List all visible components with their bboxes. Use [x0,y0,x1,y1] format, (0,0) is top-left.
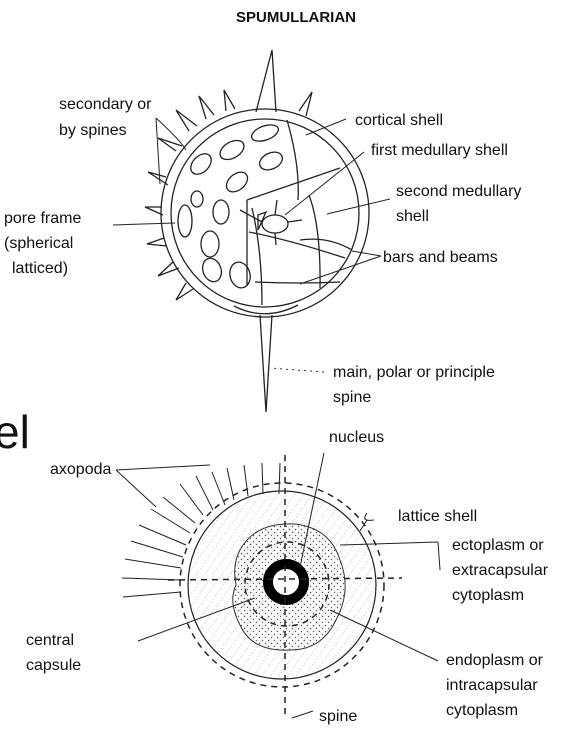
label-main-spine-1: main, polar or principle [333,364,495,381]
label-central-capsule-2: capsule [26,657,81,674]
label-ectoplasm-2: extracapsular [452,562,549,579]
label-bars-and-beams: bars and beams [383,249,498,266]
label-pore-frame-1: pore frame [4,210,81,227]
top-spine [256,50,276,112]
first-medullary-shell [262,215,288,233]
diagram-title: SPUMULLARIAN [236,9,356,26]
radiolarian-cell-figure [122,455,402,718]
label-secondary-spines-2: by spines [59,122,127,139]
label-ectoplasm-3: cytoplasm [452,587,524,604]
main-polar-spine [260,315,272,412]
label-cortical-shell: cortical shell [355,112,443,129]
label-pore-frame-2: (spherical [4,235,73,252]
label-first-medullary-shell: first medullary shell [371,142,508,159]
label-spine: spine [319,708,357,725]
label-endoplasm-3: cytoplasm [446,702,518,719]
label-nucleus: nucleus [329,429,384,446]
pore-frame-pores [178,122,285,291]
label-second-medullary-1: second medullary [396,183,521,200]
label-second-medullary-2: shell [396,208,429,225]
partial-slide-text: el [0,406,30,458]
spumullarian-shell-figure [145,50,369,412]
label-ectoplasm-1: ectoplasm or [452,537,544,554]
label-secondary-spines-1: secondary or [59,96,152,113]
label-central-capsule-1: central [26,632,74,649]
nucleus [268,564,304,600]
label-endoplasm-2: intracapsular [446,677,538,694]
label-main-spine-2: spine [333,389,371,406]
label-pore-frame-3: latticed) [12,260,68,277]
label-endoplasm-1: endoplasm or [446,652,544,669]
label-lattice-shell: lattice shell [398,508,477,525]
label-axopoda: axopoda [50,461,111,478]
